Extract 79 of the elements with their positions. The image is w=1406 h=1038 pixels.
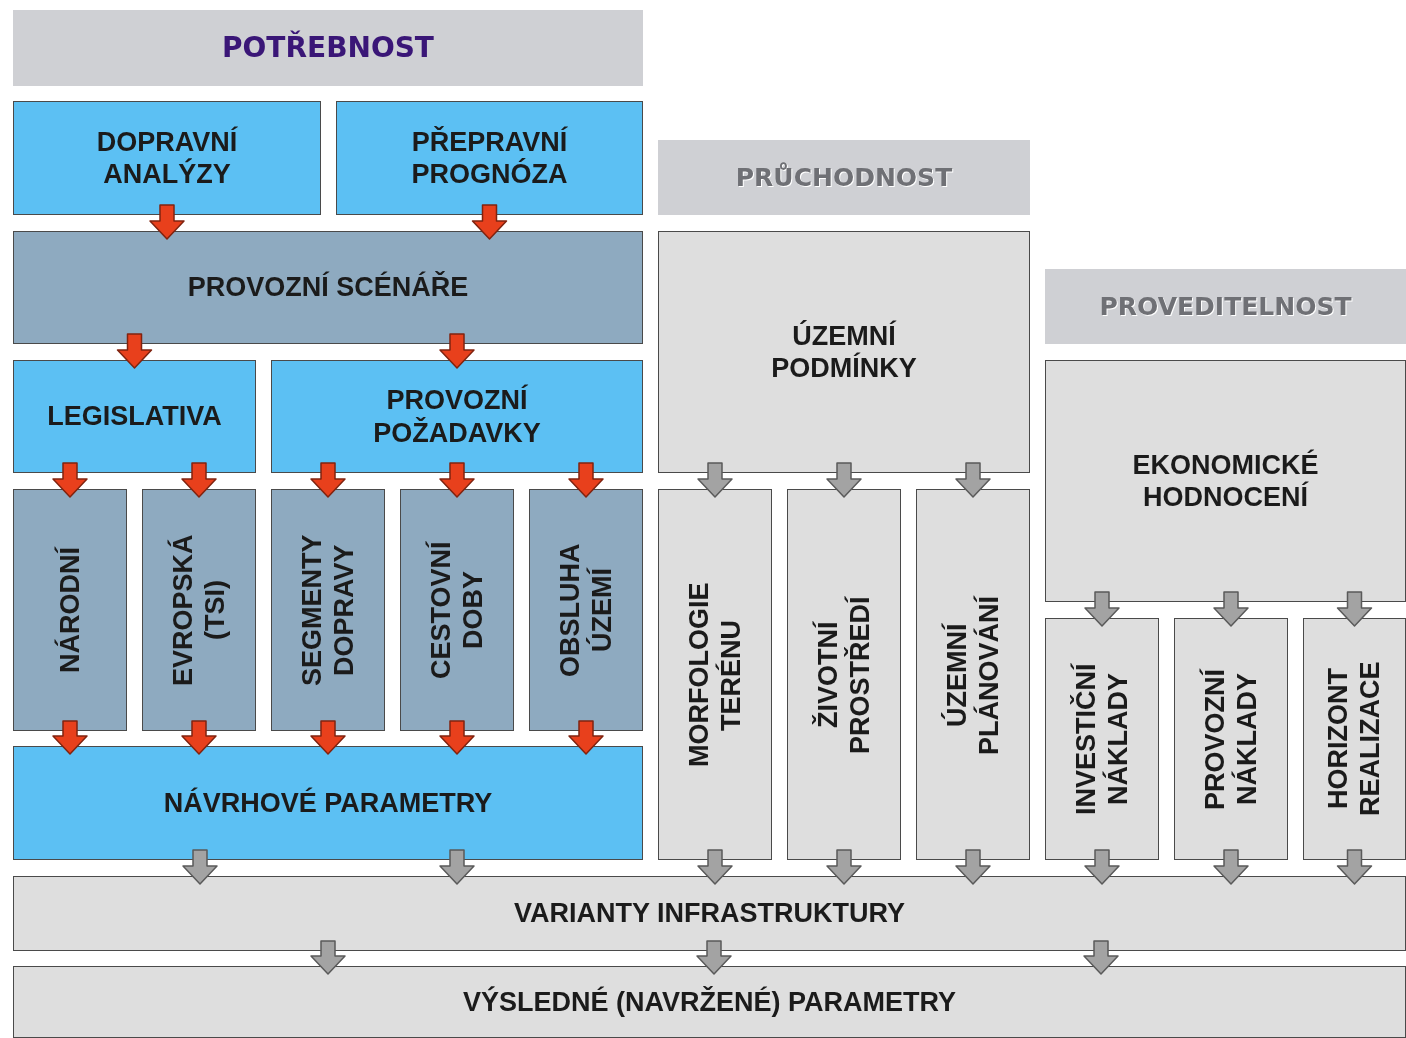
process-box: [1045, 618, 1159, 860]
process-box: [658, 489, 772, 860]
node-label: INVESTIČNÍ NÁKLADY: [1069, 662, 1134, 817]
header-band: [658, 140, 1030, 215]
header-label: PRŮCHODNOST: [735, 162, 953, 193]
node-label: MORFOLOGIE TERÉNU: [682, 581, 747, 769]
process-box: [142, 489, 256, 731]
node-label: NÁRODNÍ: [53, 547, 86, 673]
arrow: [697, 849, 733, 885]
node-label: SEGMENTY DOPRAVY: [295, 533, 360, 688]
arrow: [116, 333, 153, 369]
header-label: PROVEDITELNOST: [1099, 291, 1352, 322]
arrow: [439, 720, 475, 755]
arrow: [826, 849, 862, 885]
process-box: [529, 489, 643, 731]
arrow: [439, 849, 475, 885]
node-label: ÚZEMNÍ PLÁNOVÁNÍ: [940, 594, 1005, 756]
arrow: [1213, 849, 1249, 885]
arrow: [439, 462, 475, 498]
arrow: [1084, 591, 1120, 627]
arrow: [568, 720, 604, 755]
arrow: [181, 462, 217, 498]
arrow: [52, 462, 88, 498]
arrow: [310, 462, 346, 498]
process-box: [13, 966, 1406, 1038]
process-box: [13, 489, 127, 731]
node-label: EVROPSKÁ (TSI): [166, 533, 231, 688]
arrow: [310, 720, 346, 755]
node-label: ŽIVOTNÍ PROSTŘEDÍ: [811, 594, 876, 756]
process-box: [1174, 618, 1288, 860]
arrow: [697, 462, 733, 498]
node-label: PŘEPRAVNÍ PROGNÓZA: [410, 125, 569, 191]
process-box: [13, 101, 321, 215]
arrow: [955, 849, 991, 885]
header-band: [13, 10, 643, 86]
process-box: [271, 360, 643, 473]
arrow: [149, 204, 185, 240]
process-box: [13, 746, 643, 860]
process-box: [13, 231, 643, 344]
header-band: [1045, 269, 1406, 344]
arrow: [471, 204, 508, 240]
node-label: PROVOZNÍ NÁKLADY: [1198, 667, 1263, 812]
arrow: [1084, 849, 1120, 885]
node-label: PROVOZNÍ POŽADAVKY: [372, 384, 542, 449]
arrow: [826, 462, 862, 498]
node-label: PROVOZNÍ SCÉNÁŘE: [187, 271, 469, 304]
process-box: [658, 231, 1030, 473]
arrow: [1336, 849, 1373, 885]
node-label: CESTOVNÍ DOBY: [424, 540, 489, 681]
node-label: VARIANTY INFRASTRUKTURY: [514, 897, 905, 930]
arrow: [52, 720, 88, 755]
node-label: DOPRAVNÍ ANALÝZY: [95, 125, 239, 191]
node-label: LEGISLATIVA: [47, 400, 222, 433]
node-label: NÁVRHOVÉ PARAMETRY: [163, 786, 493, 820]
node-label: ÚZEMNÍ PODMÍNKY: [770, 319, 918, 385]
arrow: [181, 720, 217, 755]
process-box: [13, 360, 256, 473]
process-box: [271, 489, 385, 731]
process-box: [1045, 360, 1406, 602]
process-box: [787, 489, 901, 860]
node-label: OBSLUHA ÚZEMÍ: [553, 542, 618, 679]
arrow: [955, 462, 991, 498]
process-box: [916, 489, 1030, 860]
arrow: [310, 940, 346, 975]
node-label: VÝSLEDNÉ (NAVRŽENÉ) PARAMETRY: [463, 985, 956, 1019]
arrow: [1083, 940, 1119, 975]
node-label: HORIZONT REALIZACE: [1322, 660, 1387, 819]
process-box: [400, 489, 514, 731]
arrow: [1213, 591, 1249, 627]
process-box: [336, 101, 643, 215]
arrow: [1336, 591, 1373, 627]
arrow: [439, 333, 475, 369]
arrow: [182, 849, 218, 885]
header-label: POTŘEBNOST: [222, 31, 434, 65]
node-label: EKONOMICKÉ HODNOCENÍ: [1131, 448, 1320, 514]
process-box: [1303, 618, 1406, 860]
process-box: [13, 876, 1406, 951]
arrow: [568, 462, 604, 498]
arrow: [696, 940, 732, 975]
